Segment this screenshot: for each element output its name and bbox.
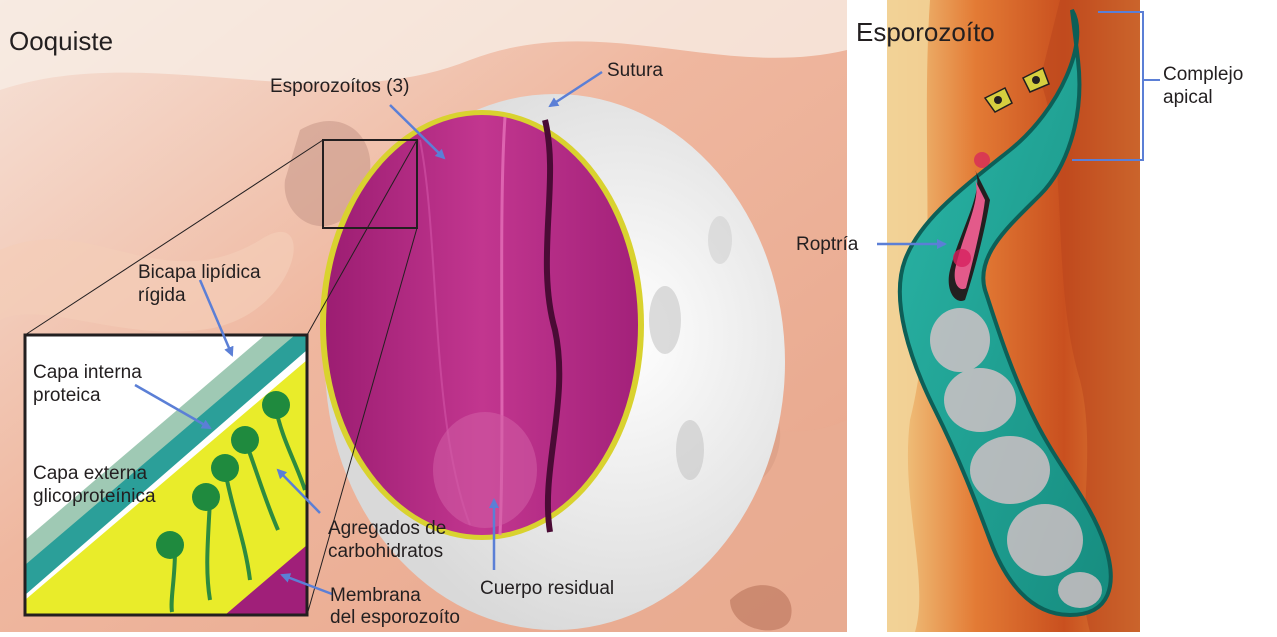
label-rigid-bilayer-line1: Bicapa lipídica — [138, 262, 261, 284]
label-sporozoites: Esporozoítos (3) — [270, 76, 409, 98]
label-membrane-line2: del esporozoíto — [330, 607, 460, 629]
label-inner-layer-line2: proteica — [33, 385, 101, 407]
label-carbohydrates-line1: Agregados de — [328, 518, 446, 540]
label-outer-layer-line2: glicoproteínica — [33, 486, 156, 508]
label-outer-layer-line1: Capa externa — [33, 463, 147, 485]
label-residual-body: Cuerpo residual — [480, 578, 614, 600]
label-apical-line1: Complejo — [1163, 64, 1243, 86]
label-membrane-line1: Membrana — [330, 585, 421, 607]
label-apical-line2: apical — [1163, 87, 1213, 109]
label-suture: Sutura — [607, 60, 663, 82]
sporozoite-title: Esporozoíto — [856, 17, 995, 47]
residual-body — [433, 412, 537, 528]
label-rhoptry: Roptría — [796, 234, 858, 256]
label-inner-layer-line1: Capa interna — [33, 362, 142, 384]
oocyst-title: Ooquiste — [9, 26, 113, 56]
label-carbohydrates-line2: carbohidratos — [328, 541, 443, 563]
label-rigid-bilayer-line2: rígida — [138, 285, 186, 307]
